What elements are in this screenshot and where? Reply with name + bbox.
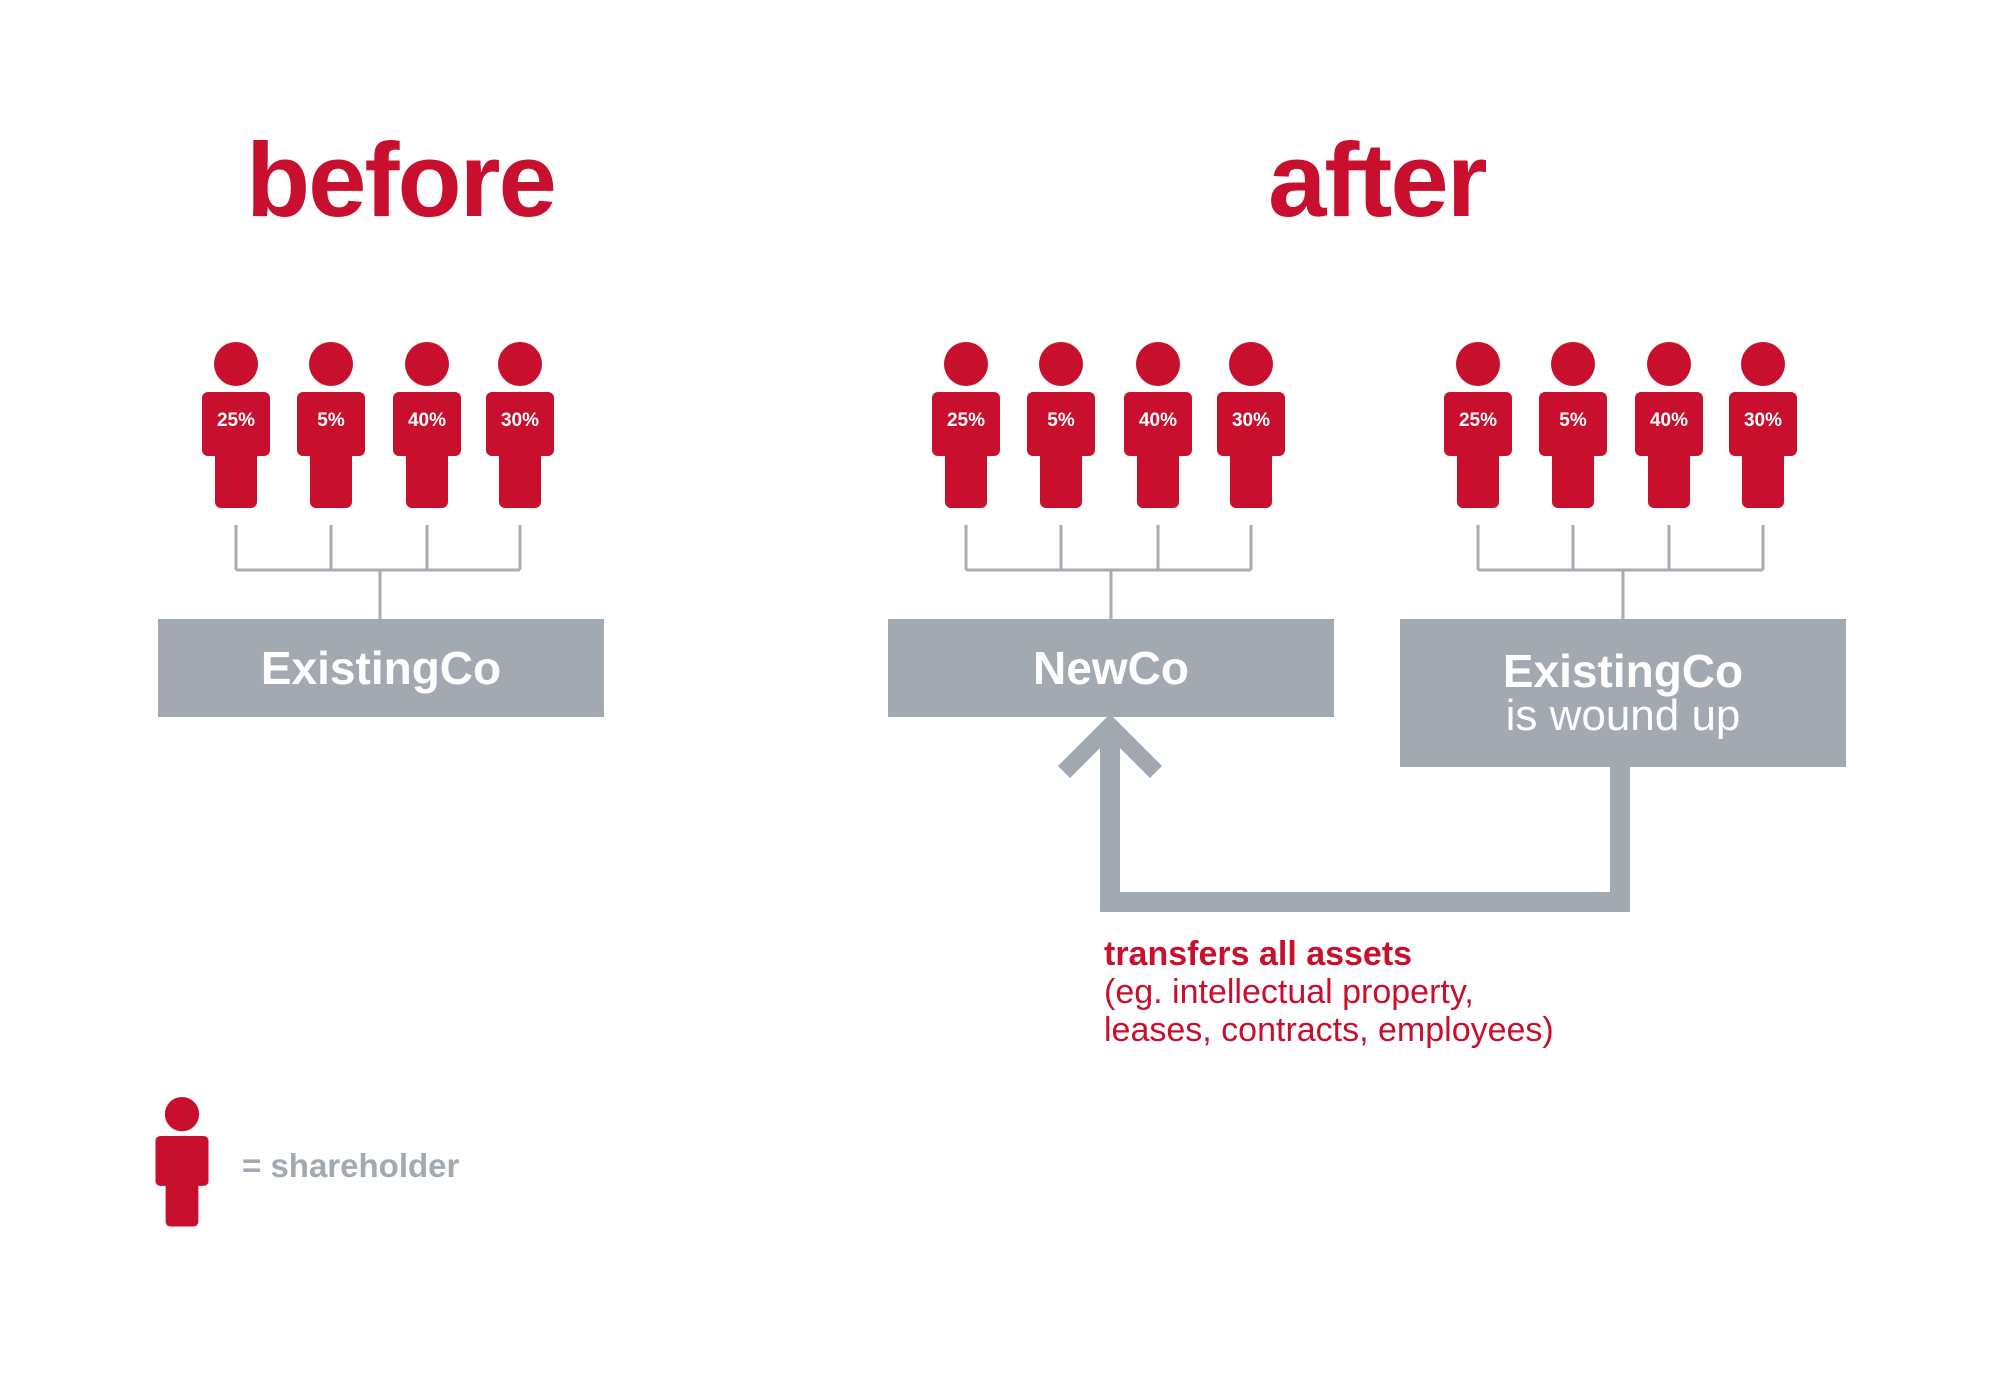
transfer-detail-line: (eg. intellectual property, bbox=[1104, 973, 1474, 1011]
newco-box: NewCo bbox=[888, 619, 1334, 717]
shareholder-icon bbox=[1539, 342, 1607, 508]
shareholding-percentage: 5% bbox=[1047, 410, 1075, 431]
company-name: ExistingCo bbox=[1502, 644, 1744, 697]
shareholder-icon bbox=[1217, 342, 1285, 508]
after-existingco-box: ExistingCo is wound up bbox=[1400, 619, 1846, 767]
ownership-connector bbox=[234, 525, 522, 619]
shareholding-percentage: 5% bbox=[1559, 410, 1587, 431]
company-name: NewCo bbox=[1033, 641, 1189, 694]
shareholder-icon bbox=[393, 342, 461, 508]
shareholder-icon bbox=[1444, 342, 1512, 508]
shareholder-icon bbox=[1729, 342, 1797, 508]
shareholding-percentage: 5% bbox=[317, 410, 345, 431]
legend-label: = shareholder bbox=[242, 1147, 460, 1184]
shareholding-percentage: 30% bbox=[1743, 410, 1783, 431]
shareholding-percentage: 30% bbox=[500, 410, 540, 431]
shareholding-percentage: 40% bbox=[1649, 410, 1689, 431]
transfer-arrow-line bbox=[1100, 724, 1630, 912]
ownership-connector bbox=[964, 525, 1253, 619]
shareholder-icon bbox=[1124, 342, 1192, 508]
before-existingco-box: ExistingCo bbox=[158, 619, 604, 717]
shareholding-percentage: 30% bbox=[1231, 410, 1271, 431]
transfer-detail-line: leases, contracts, employees) bbox=[1104, 1011, 1554, 1049]
shareholding-percentage: 25% bbox=[1458, 410, 1498, 431]
after-heading: after bbox=[1268, 122, 1488, 239]
transfer-label: transfers all assets bbox=[1104, 935, 1413, 973]
transfer-caption: transfers all assets (eg. intellectual p… bbox=[1104, 935, 1554, 1049]
shareholder-icon bbox=[1027, 342, 1095, 508]
shareholder-icon bbox=[486, 342, 554, 508]
before-heading: before bbox=[246, 122, 557, 239]
ownership-connector bbox=[1476, 525, 1765, 619]
shareholding-percentage: 40% bbox=[1138, 410, 1178, 431]
arrow-head-icon bbox=[1057, 713, 1163, 779]
shareholder-icon bbox=[155, 1097, 209, 1227]
company-name: ExistingCo bbox=[260, 641, 502, 694]
shareholding-percentage: 25% bbox=[216, 410, 256, 431]
shareholder-icon bbox=[202, 342, 270, 508]
shareholding-percentage: 25% bbox=[946, 410, 986, 431]
shareholding-percentage: 40% bbox=[407, 410, 447, 431]
shareholder-icon bbox=[932, 342, 1000, 508]
shareholder-icon bbox=[297, 342, 365, 508]
shareholder-icon bbox=[1635, 342, 1703, 508]
company-status-note: is wound up bbox=[1505, 691, 1741, 741]
